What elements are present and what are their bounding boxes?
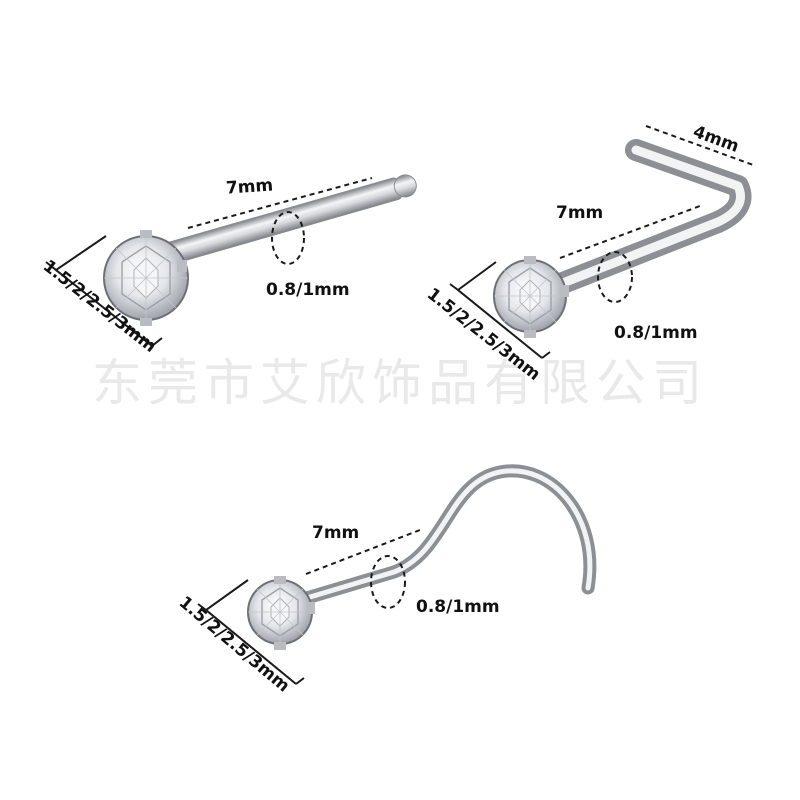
- straight-length-label: 7mm: [225, 175, 274, 198]
- l-shape-nose-stud: 7mm 4mm 0.8/1mm 1.5/2/2.5/3mm: [423, 122, 757, 385]
- l-shape-length-label: 7mm: [556, 203, 603, 223]
- l-shape-gauge-marker: [597, 251, 633, 303]
- screw-gauge-marker: [370, 555, 406, 609]
- straight-gem: [103, 230, 189, 326]
- screw-nose-stud: 7mm 0.8/1mm 1.5/2/2.5/3mm: [175, 464, 597, 697]
- straight-gauge-label: 0.8/1mm: [266, 280, 350, 300]
- straight-nose-stud: 7mm 0.8/1mm 1.5/2/2.5/3mm: [39, 174, 417, 357]
- straight-ball-end: [393, 174, 417, 198]
- screw-length-label: 7mm: [312, 523, 359, 543]
- watermark: 东莞市艾欣饰品有限公司: [92, 354, 708, 412]
- l-shape-gauge-label: 0.8/1mm: [614, 323, 698, 343]
- straight-gauge-marker: [271, 211, 305, 265]
- screw-gem: [247, 576, 315, 650]
- screw-gauge-label: 0.8/1mm: [416, 597, 500, 617]
- l-shape-gem: [493, 256, 569, 338]
